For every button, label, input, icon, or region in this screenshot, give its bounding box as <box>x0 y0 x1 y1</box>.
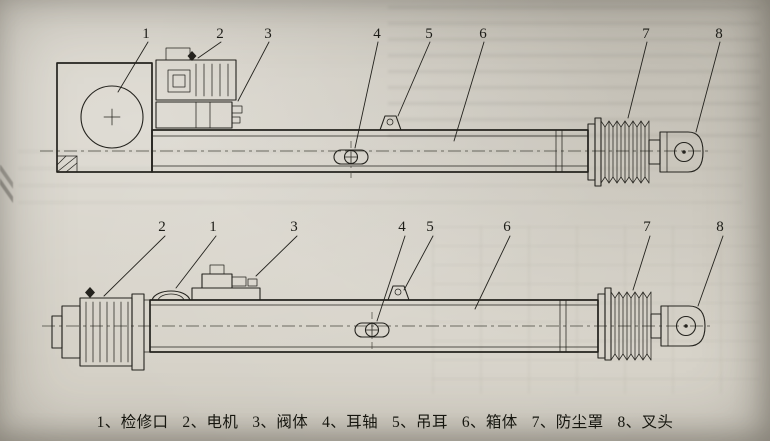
motor-body <box>155 59 237 101</box>
valve-body <box>155 101 243 129</box>
top-leader-lines <box>117 41 721 149</box>
callout-bottom-7: 7 <box>643 219 651 235</box>
callout-bottom-6: 6 <box>503 219 511 235</box>
fork-head <box>650 305 706 347</box>
callout-top-3: 3 <box>264 26 272 42</box>
callout-bottom-1: 1 <box>209 219 217 235</box>
hatch-detail <box>56 155 78 173</box>
trunnion <box>354 312 390 350</box>
callout-top-1: 1 <box>142 26 150 42</box>
caption-item: 1、检修口 <box>96 414 169 431</box>
inspection-port-cover <box>151 290 191 301</box>
callout-bottom-3: 3 <box>290 219 298 235</box>
callout-top-8: 8 <box>715 26 723 42</box>
top-callout-numbers: 1 2 3 4 5 6 7 8 <box>142 26 723 42</box>
callout-top-2: 2 <box>216 26 224 42</box>
bolt-diamond <box>187 51 197 61</box>
figure-caption: 1、检修口 2、电机 3、阀体 4、耳轴 5、吊耳 6、箱体 7、防尘罩 8、叉头 <box>0 410 770 432</box>
caption-item: 6、箱体 <box>461 414 518 431</box>
lifting-lug <box>379 115 402 131</box>
motor-axial <box>51 287 151 371</box>
callout-bottom-8: 8 <box>716 219 724 235</box>
callout-bottom-2: 2 <box>158 219 166 235</box>
valve-body <box>191 264 261 301</box>
fork-pin-hole <box>675 315 697 337</box>
motor-assembly <box>155 47 237 101</box>
caption-item: 7、防尘罩 <box>531 414 604 431</box>
lifting-lug <box>387 285 410 301</box>
caption-item: 5、吊耳 <box>392 414 448 431</box>
motor-fins <box>195 63 229 97</box>
caption-item: 3、阀体 <box>252 414 309 431</box>
scan-edge-mark <box>0 165 13 211</box>
callout-bottom-5: 5 <box>426 219 434 235</box>
motor-flange <box>131 293 145 371</box>
callout-bottom-4: 4 <box>398 219 406 235</box>
terminal-box <box>165 47 191 61</box>
center-cross <box>103 108 121 126</box>
fork-head <box>648 131 704 173</box>
callout-top-7: 7 <box>642 26 650 42</box>
end-flange <box>597 287 612 361</box>
gearbox-housing <box>56 62 153 173</box>
tube-joint-lines <box>559 299 567 353</box>
fork-pin-hole <box>673 141 695 163</box>
bottom-view-drawing: 2 1 3 4 5 6 7 8 <box>42 219 724 371</box>
callout-top-6: 6 <box>479 26 487 42</box>
dust-cover-bellows <box>610 291 652 361</box>
rod-end <box>648 139 661 165</box>
caption-item: 4、耳轴 <box>322 414 378 431</box>
motor-fins <box>85 301 129 363</box>
tube-wall-lines <box>151 135 589 167</box>
inspection-port-circle <box>80 85 144 149</box>
technical-figure: 1 2 3 4 5 6 7 8 <box>40 26 724 371</box>
caption-item: 2、电机 <box>182 414 239 431</box>
bottom-callout-numbers: 2 1 3 4 5 6 7 8 <box>158 219 724 235</box>
motor-body <box>79 297 133 367</box>
dust-cover-bellows <box>600 120 650 184</box>
tube-wall-lines <box>149 304 599 348</box>
trunnion <box>333 141 369 180</box>
top-view-drawing: 1 2 3 4 5 6 7 8 <box>40 26 723 187</box>
inspection-port <box>80 85 144 149</box>
caption-item: 8、叉头 <box>617 414 674 431</box>
tube-joint-lines <box>555 129 563 173</box>
callout-top-4: 4 <box>373 26 381 42</box>
bolt-diamond <box>85 287 95 298</box>
callout-top-5: 5 <box>425 26 433 42</box>
bottom-leader-lines <box>103 235 724 322</box>
end-flange <box>587 117 602 187</box>
